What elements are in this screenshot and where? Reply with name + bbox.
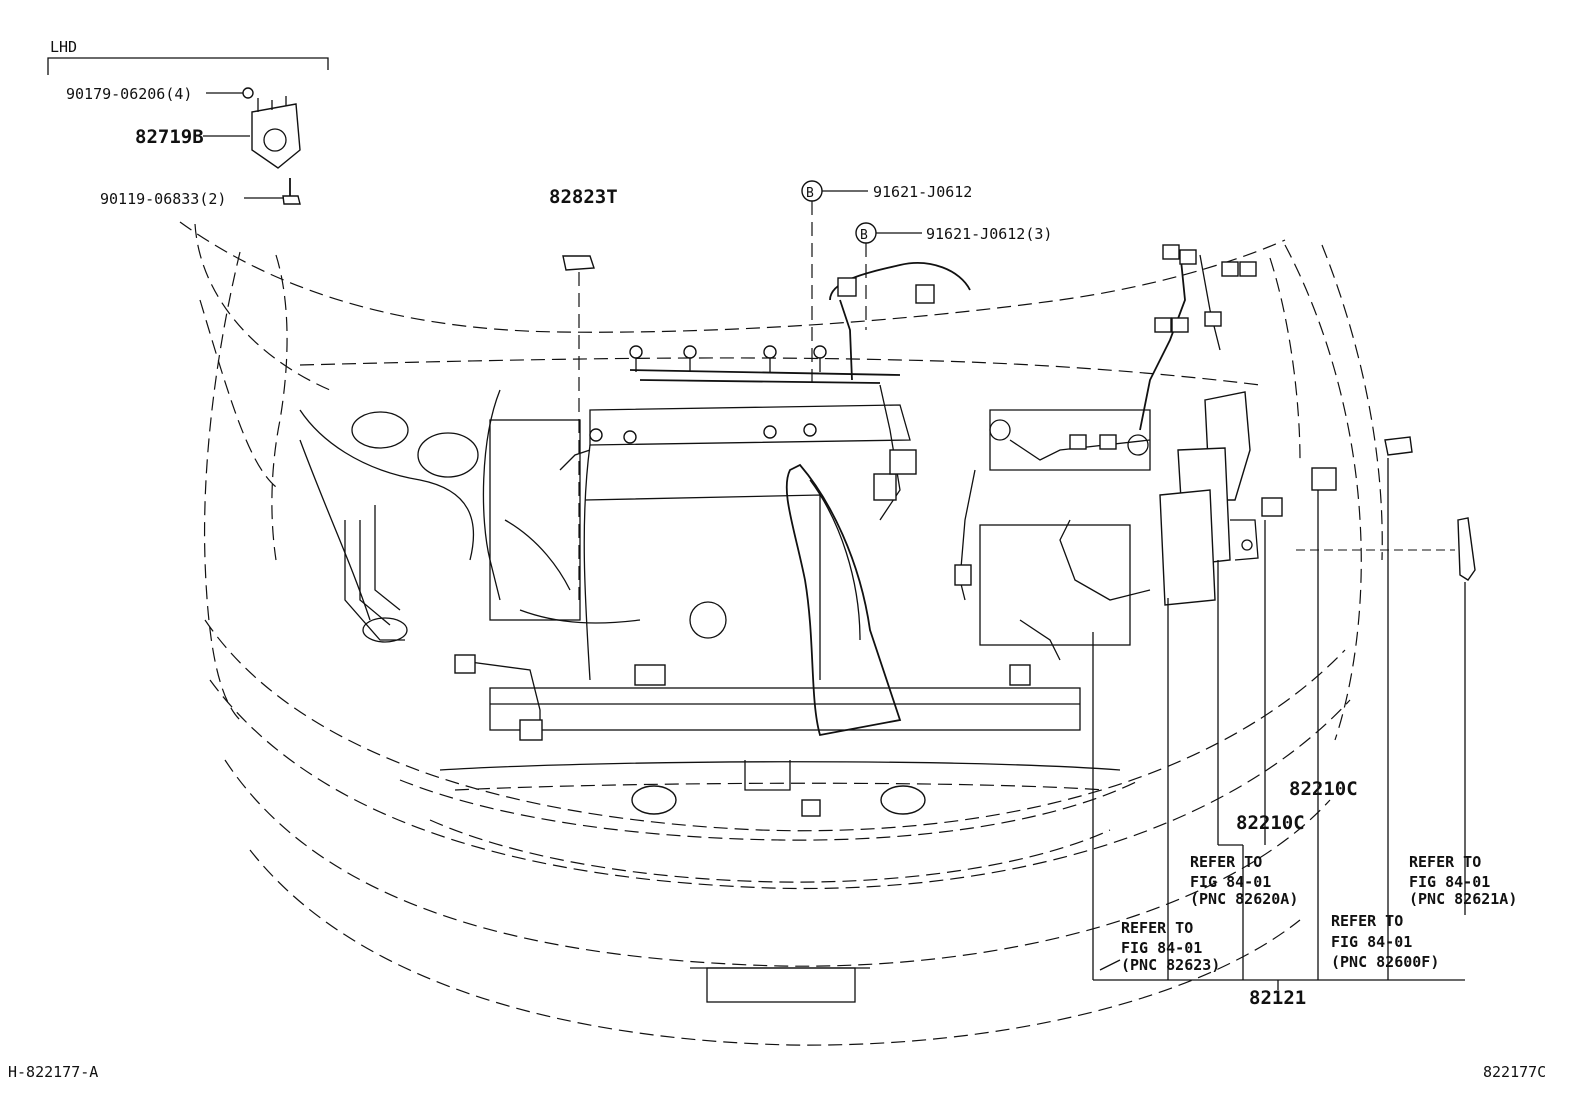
engine-wire-harness — [454, 262, 971, 741]
callout-bolt-90119: 90119-06833(2) — [100, 190, 226, 208]
figure-code-left: H-822177-A — [8, 1063, 98, 1081]
refer-note-82600f: REFER TO FIG 84-01 (PNC 82600F) — [1331, 912, 1439, 971]
lhd-label: LHD — [50, 38, 77, 56]
bracket-82719b-icon — [251, 96, 301, 169]
license-plate — [706, 967, 856, 1003]
refer-line-3: (PNC 82621A) — [1409, 890, 1517, 908]
callout-82823t: 82823T — [549, 186, 618, 208]
vehicle-body — [179, 221, 1383, 1046]
refer-line-3: (PNC 82623) — [1121, 956, 1220, 974]
refer-line-2: FIG 84-01 — [1121, 939, 1202, 957]
bolt-icon — [282, 178, 301, 205]
marker-b-2-letter: B — [860, 228, 868, 243]
callout-82121: 82121 — [1249, 987, 1306, 1009]
callout-91621-j0612-3: 91621-J0612(3) — [926, 225, 1052, 243]
refer-line-3: (PNC 82620A) — [1190, 890, 1298, 908]
refer-line-3: (PNC 82600F) — [1331, 953, 1439, 971]
callout-82210c-upper: 82210C — [1289, 778, 1358, 800]
refer-line-1: REFER TO — [1331, 912, 1403, 930]
relay-block-icon — [1159, 391, 1337, 606]
callout-bracket-82719b: 82719B — [135, 126, 204, 148]
figure-code-right: 822177C — [1483, 1063, 1546, 1081]
refer-note-82621a: REFER TO FIG 84-01 (PNC 82621A) — [1409, 853, 1517, 908]
air-intake-duct — [785, 463, 902, 737]
bumper-upper — [204, 619, 1346, 832]
refer-line-2: FIG 84-01 — [1190, 873, 1271, 891]
engine-block — [299, 404, 1151, 737]
connector-82621a-icon — [1384, 436, 1413, 456]
refer-line-1: REFER TO — [1409, 853, 1481, 871]
callouts-center: 82823T B 91621-J0612 B 91621-J0612(3) — [549, 180, 1052, 600]
refer-line-2: FIG 84-01 — [1331, 933, 1412, 951]
refer-line-2: FIG 84-01 — [1409, 873, 1490, 891]
lhd-inset: LHD 90179-06206(4) 82719B 90119-06833(2) — [47, 38, 329, 208]
refer-note-82620a: REFER TO FIG 84-01 (PNC 82620A) — [1190, 853, 1298, 908]
leader-lines — [1092, 458, 1466, 990]
callouts-right: 82210C 82210C REFER TO FIG 84-01 (PNC 82… — [1121, 778, 1517, 1009]
bracket-82623-icon — [1457, 517, 1476, 581]
lhd-bracket-line — [47, 57, 329, 75]
refer-note-82623: REFER TO FIG 84-01 (PNC 82623) — [1121, 919, 1220, 974]
refer-line-1: REFER TO — [1121, 919, 1193, 937]
marker-b-1-letter: B — [806, 186, 814, 201]
nut-icon — [242, 87, 254, 99]
clamp-82823t-icon — [562, 255, 595, 271]
right-harness — [954, 244, 1476, 686]
callout-nut-90179: 90179-06206(4) — [66, 85, 192, 103]
callout-91621-j0612: 91621-J0612 — [873, 183, 972, 201]
left-harness — [344, 505, 408, 643]
hood-edge — [179, 221, 1286, 333]
refer-line-1: REFER TO — [1190, 853, 1262, 871]
callout-82210c-lower: 82210C — [1236, 812, 1305, 834]
